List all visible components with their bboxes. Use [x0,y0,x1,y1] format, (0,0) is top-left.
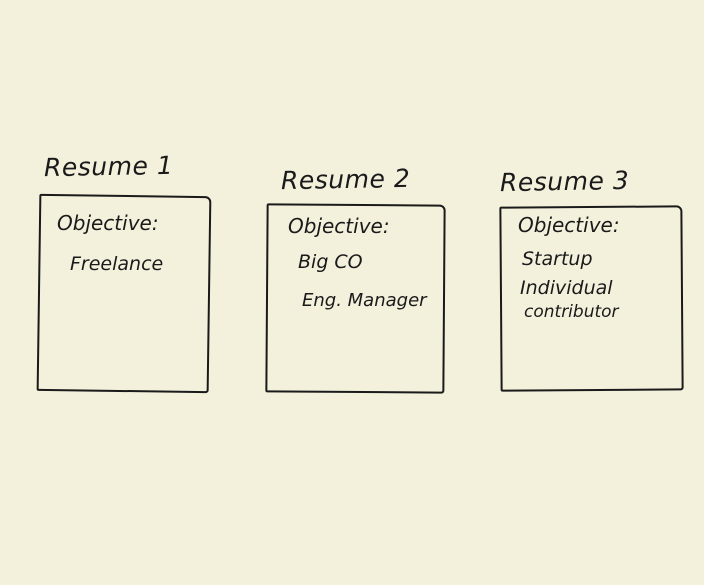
resume-3-title: Resume 3 [499,165,630,198]
resume-2-objective-label: Objective: [288,214,390,238]
resume-3-objective-line: Individual [520,277,613,299]
resume-3-objective-label: Objective: [518,213,620,237]
resume-2-title: Resume 2 [280,163,411,196]
resume-2-objective-line: Eng. Manager [302,290,427,311]
resume-1-title: Resume 1 [43,150,174,183]
resume-2-objective-line: Big CO [298,251,363,273]
resume-3-objective-line: Startup [522,248,593,270]
resume-1-objective-line: Freelance [70,253,164,275]
resume-3-objective-line: contributor [524,302,619,322]
resume-1-objective-label: Objective: [57,211,159,235]
